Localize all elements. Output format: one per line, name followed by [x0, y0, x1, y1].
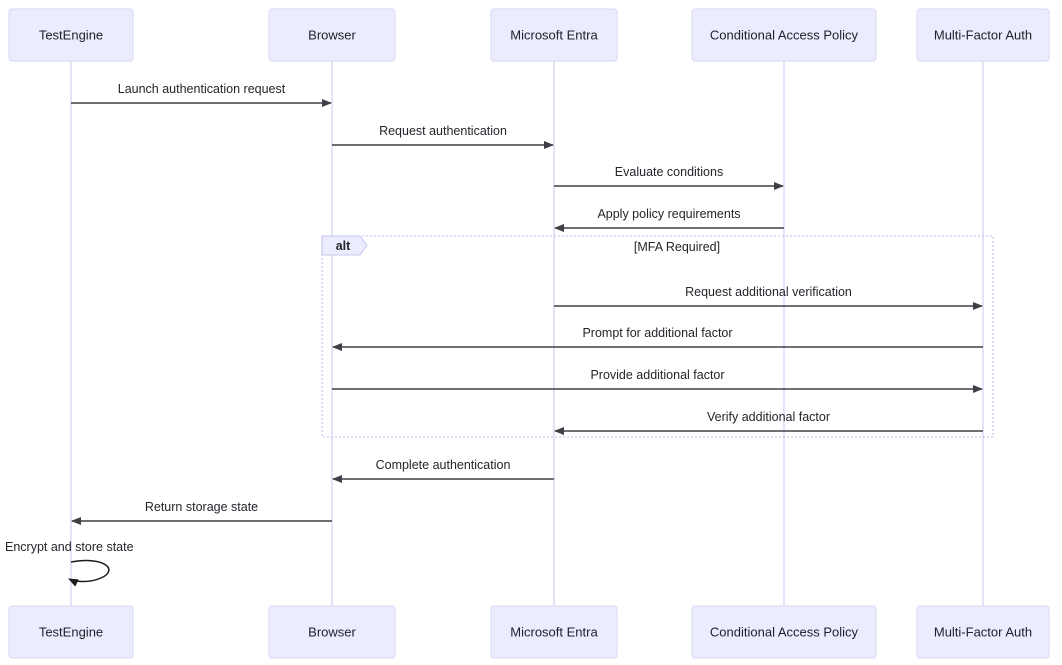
participant-box[interactable]: [691, 8, 877, 62]
participant-label: Microsoft Entra: [510, 27, 598, 42]
participant-label: Browser: [308, 27, 356, 42]
message-label: Request authentication: [379, 124, 507, 138]
participant-browser-bottom[interactable]: Browser: [268, 605, 396, 659]
participant-entra-bottom[interactable]: Microsoft Entra: [490, 605, 618, 659]
participant-box[interactable]: [691, 605, 877, 659]
participant-entra-top[interactable]: Microsoft Entra: [490, 8, 618, 62]
participant-testengine-bottom[interactable]: TestEngine: [8, 605, 134, 659]
participant-box[interactable]: [268, 605, 396, 659]
participant-label: Conditional Access Policy: [710, 27, 859, 42]
alt-keyword-tag: [321, 235, 368, 256]
alt-condition-label: [MFA Required]: [634, 240, 720, 254]
participant-label: TestEngine: [39, 624, 103, 639]
participant-testengine-top[interactable]: TestEngine: [8, 8, 134, 62]
self-message-label: Encrypt and store state: [5, 540, 134, 554]
message-label: Launch authentication request: [118, 82, 286, 96]
participant-label: Conditional Access Policy: [710, 624, 859, 639]
participant-box[interactable]: [8, 605, 134, 659]
message-label: Return storage state: [145, 500, 258, 514]
message-label: Apply policy requirements: [597, 207, 740, 221]
participant-label: Browser: [308, 624, 356, 639]
alt-block-group: alt [MFA Required]: [321, 235, 994, 438]
participant-box[interactable]: [268, 8, 396, 62]
message-label: Request additional verification: [685, 285, 852, 299]
participant-browser-top[interactable]: Browser: [268, 8, 396, 62]
participant-cap-bottom[interactable]: Conditional Access Policy: [691, 605, 877, 659]
participant-box[interactable]: [916, 605, 1050, 659]
participant-cap-top[interactable]: Conditional Access Policy: [691, 8, 877, 62]
message-label: Evaluate conditions: [615, 165, 723, 179]
participant-box[interactable]: [490, 8, 618, 62]
actors-top-group: TestEngine Browser Microsoft Entra Conditio…: [8, 8, 1050, 62]
message-label: Complete authentication: [376, 458, 511, 472]
participant-box[interactable]: [490, 605, 618, 659]
self-message-loop: [68, 559, 110, 587]
actors-bottom-group: TestEngine Browser Microsoft Entra Conditio…: [8, 605, 1050, 659]
self-message-group: Encrypt and store state: [5, 540, 134, 587]
participant-mfa-bottom[interactable]: Multi-Factor Auth: [916, 605, 1050, 659]
message-label: Verify additional factor: [707, 410, 830, 424]
message-label: Prompt for additional factor: [582, 326, 732, 340]
participant-box[interactable]: [916, 8, 1050, 62]
participant-mfa-top[interactable]: Multi-Factor Auth: [916, 8, 1050, 62]
participant-label: Microsoft Entra: [510, 624, 598, 639]
participant-box[interactable]: [8, 8, 134, 62]
lifelines-group: [70, 61, 984, 606]
participant-label: TestEngine: [39, 27, 103, 42]
alt-keyword-label: alt: [336, 239, 351, 253]
message-label: Provide additional factor: [590, 368, 724, 382]
participant-label: Multi-Factor Auth: [934, 624, 1032, 639]
participant-label: Multi-Factor Auth: [934, 27, 1032, 42]
